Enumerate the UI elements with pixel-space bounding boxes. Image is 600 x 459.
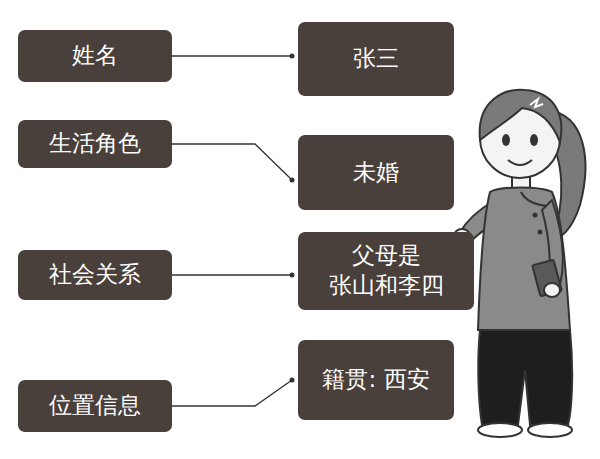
value-box: 籍贯: 西安 [298,340,454,420]
node-text: 社会关系 [49,260,141,290]
value-box: 未婚 [298,135,454,210]
value-box: 张三 [298,22,454,96]
node-text: 位置信息 [49,391,141,421]
node-text: 未婚 [353,158,399,188]
leader-connector [172,273,295,278]
node-text: 生活角色 [49,129,141,159]
node-text: 父母是 张山和李四 [298,241,474,301]
node-text: 张三 [353,44,399,74]
field-label: 姓名 [18,30,172,82]
field-label: 生活角色 [18,120,172,168]
field-label: 社会关系 [18,250,172,300]
value-box: 父母是 张山和李四 [298,232,474,310]
leader-connector [172,144,295,183]
field-label: 位置信息 [18,380,172,432]
node-text: 姓名 [72,41,118,71]
node-text: 籍贯: 西安 [322,365,429,395]
leader-connector [172,378,295,407]
leader-connector [172,54,295,59]
